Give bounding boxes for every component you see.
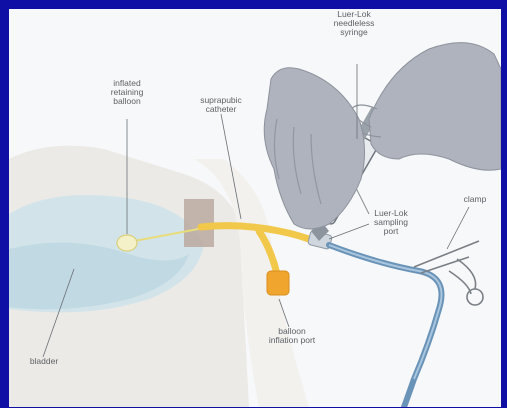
inflation-port [267, 271, 289, 295]
right-glove [369, 43, 501, 171]
illustration-panel: Luer-Lok needleless syringe inflated ret… [9, 9, 501, 407]
left-glove [264, 68, 364, 229]
drainage-tube [329, 245, 442, 407]
label-sampling-port: Luer-Lok sampling port [361, 209, 421, 236]
label-inflation-port: balloon inflation port [257, 327, 327, 345]
retaining-balloon [117, 235, 137, 251]
label-balloon: inflated retaining balloon [97, 79, 157, 106]
label-catheter: suprapubic catheter [191, 96, 251, 114]
label-bladder: bladder [19, 357, 69, 366]
catheter-illustration [9, 9, 501, 407]
label-clamp: clamp [455, 195, 495, 204]
label-syringe: Luer-Lok needleless syringe [324, 10, 384, 37]
